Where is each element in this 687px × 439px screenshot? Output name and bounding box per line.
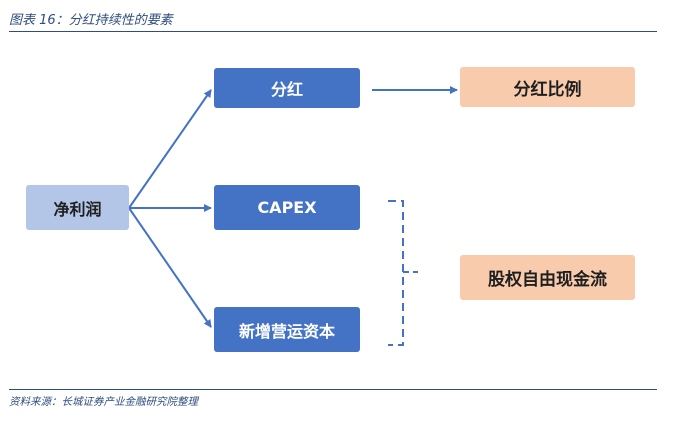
arrow-to-dividend — [128, 89, 212, 209]
node-working-capital: 新增营运资本 — [214, 307, 360, 352]
node-fcfe: 股权自由现金流 — [460, 255, 635, 300]
arrow-to-working-capital — [128, 207, 212, 328]
bottom-rule — [9, 389, 657, 390]
bracket — [388, 200, 404, 346]
node-payout-ratio: 分红比例 — [460, 67, 635, 107]
node-net-profit: 净利润 — [26, 185, 129, 230]
source-note: 资料来源：长城证券产业金融研究院整理 — [9, 396, 198, 408]
node-capex: CAPEX — [214, 185, 360, 230]
node-dividend: 分红 — [214, 68, 360, 108]
figure-caption: 图表 16：分红持续性的要素 — [9, 13, 173, 28]
top-rule — [9, 31, 657, 32]
